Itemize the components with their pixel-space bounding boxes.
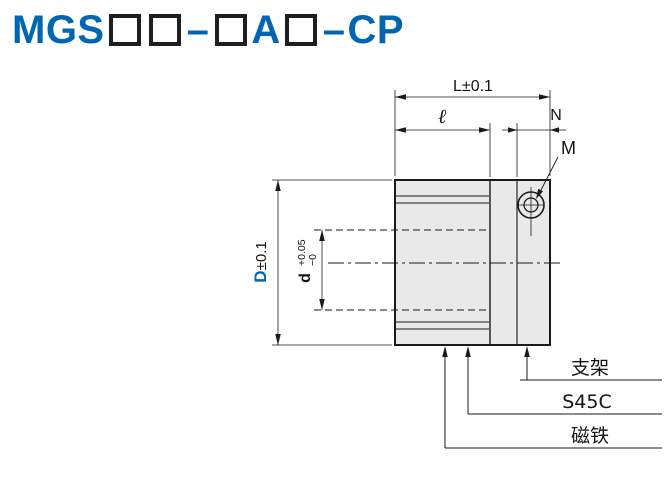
callout-material-label: S45C [562, 391, 612, 413]
dim-N-label: N [550, 107, 562, 124]
dim-d-label-group: d +0.05 −0 [296, 239, 319, 283]
title-suffix-text: CP [347, 7, 405, 52]
arrowhead [319, 230, 325, 241]
dim-D-label: D±0.1 [251, 241, 270, 282]
dim-D-label-group: D±0.1 [251, 241, 270, 282]
arrowhead [550, 127, 559, 133]
arrowhead [275, 180, 281, 191]
placeholder-box-icon [284, 14, 317, 46]
dim-l-label: ℓ [438, 104, 447, 128]
title-series-text: MGS [12, 7, 105, 52]
arrowhead [479, 127, 490, 133]
dim-M-label: M [561, 138, 576, 158]
title-type-text: A [251, 7, 281, 52]
arrowhead [465, 346, 471, 357]
arrowhead [275, 334, 281, 345]
dim-D-tolerance: ±0.1 [253, 241, 270, 270]
arrowhead [395, 94, 406, 100]
callout-magnet-label: 磁铁 [571, 425, 609, 447]
part-body [394, 179, 551, 346]
arrowhead [442, 346, 448, 357]
leader-line-M [539, 156, 559, 193]
dim-d-tolerance-upper: +0.05 [296, 239, 308, 266]
arrowhead [536, 188, 544, 199]
placeholder-box-icon [148, 14, 181, 46]
placeholder-box-icon [215, 14, 248, 46]
title-dash: – [186, 7, 210, 52]
arrowhead [524, 346, 530, 357]
part-number-title: MGS – A – CP [12, 6, 404, 54]
callout-bracket-label: 支架 [571, 357, 609, 379]
title-dash: – [322, 7, 346, 52]
dim-D-letter: D [251, 270, 270, 282]
dim-L-label: L±0.1 [453, 78, 493, 95]
part-interior-lines [396, 195, 489, 330]
placeholder-box-icon [108, 14, 141, 46]
arrowhead [395, 127, 406, 133]
arrowhead [319, 299, 325, 310]
arrowhead [508, 127, 517, 133]
dim-d-tolerance-lower: −0 [307, 254, 319, 266]
dim-d-letter: d [297, 273, 314, 283]
arrowhead [539, 94, 550, 100]
